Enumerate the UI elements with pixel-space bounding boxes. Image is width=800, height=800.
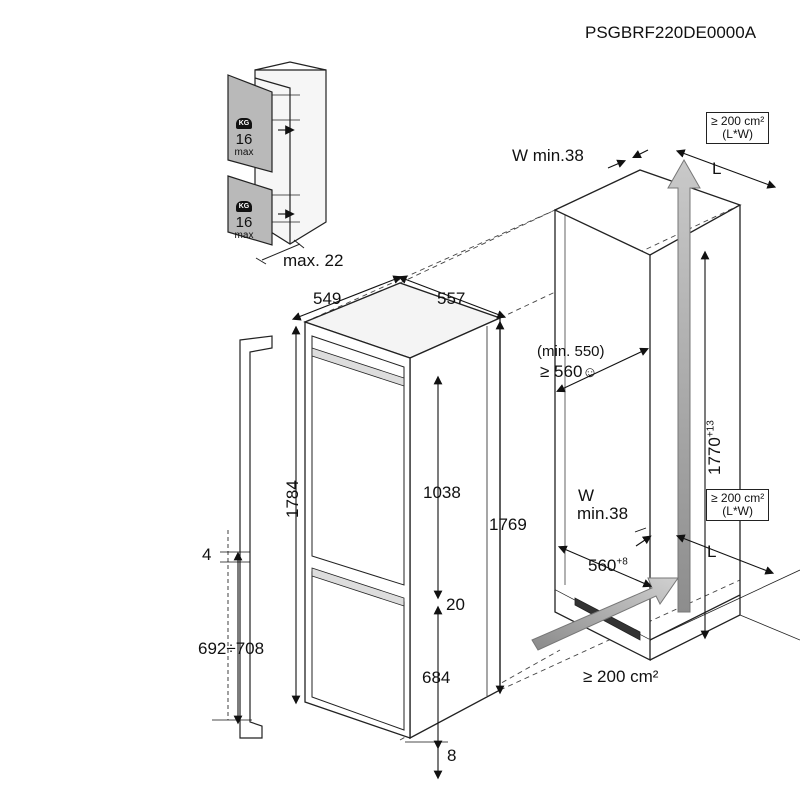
door-panel-side — [239, 335, 273, 739]
dim-niche-height: 1770+13 — [705, 420, 724, 475]
dim-gap-doors: 20 — [446, 595, 465, 614]
niche — [554, 169, 800, 662]
dim-niche-width: 560+8 — [588, 556, 628, 575]
dim-max-depth: max. 22 — [283, 251, 344, 270]
kg-weight-icon: KG — [235, 118, 253, 129]
upper-door-load-unit: max — [234, 147, 254, 158]
vent-box-top-formula: (L*W) — [722, 127, 753, 141]
vent-box-bottom: ≥ 200 cm² (L*W) — [706, 489, 770, 521]
lower-door-load-value: 16 — [235, 214, 253, 231]
appliance-body — [303, 282, 502, 740]
upper-door-load: KG 16 max — [226, 112, 262, 158]
dim-lower-door: 684 — [422, 668, 451, 687]
dim-body-height: 1769 — [489, 515, 527, 534]
vent-box-bottom-area: ≥ 200 cm² — [711, 491, 765, 505]
upper-door-load-value: 16 — [235, 131, 253, 148]
dim-width: 557 — [437, 289, 466, 308]
lower-door-load-unit: max — [234, 230, 254, 241]
dim-w-bottom-label: W — [578, 486, 595, 505]
dim-niche-depth-min: (min. 550) — [537, 343, 605, 360]
dim-l-top: L — [712, 159, 722, 178]
dim-door-panel: 692÷708 — [198, 639, 265, 658]
model-code: PSGBRF220DE0000A — [585, 23, 757, 42]
dim-bottom-offset: 8 — [447, 746, 457, 765]
vent-box-bottom-formula: (L*W) — [722, 504, 753, 518]
dim-upper-door: 1038 — [423, 483, 461, 502]
dim-niche-depth: ≥ 560☺ — [540, 362, 598, 381]
dim-w-bottom-value: min.38 — [577, 504, 629, 523]
dim-total-height: 1784 — [283, 480, 302, 518]
dimension-lines — [212, 149, 777, 780]
lower-door-load: KG 16 max — [226, 195, 262, 241]
dim-depth: 549 — [313, 289, 342, 308]
vent-box-top: ≥ 200 cm² (L*W) — [706, 112, 770, 144]
dim-vent-bottom: ≥ 200 cm² — [583, 667, 659, 686]
dim-w-top: W min.38 — [512, 146, 584, 165]
smiley-icon: ☺ — [582, 364, 598, 381]
vent-box-top-area: ≥ 200 cm² — [711, 114, 765, 128]
dim-side-gap: 4 — [202, 545, 212, 564]
kg-weight-icon: KG — [235, 201, 253, 212]
dim-l-bottom: L — [707, 542, 717, 561]
